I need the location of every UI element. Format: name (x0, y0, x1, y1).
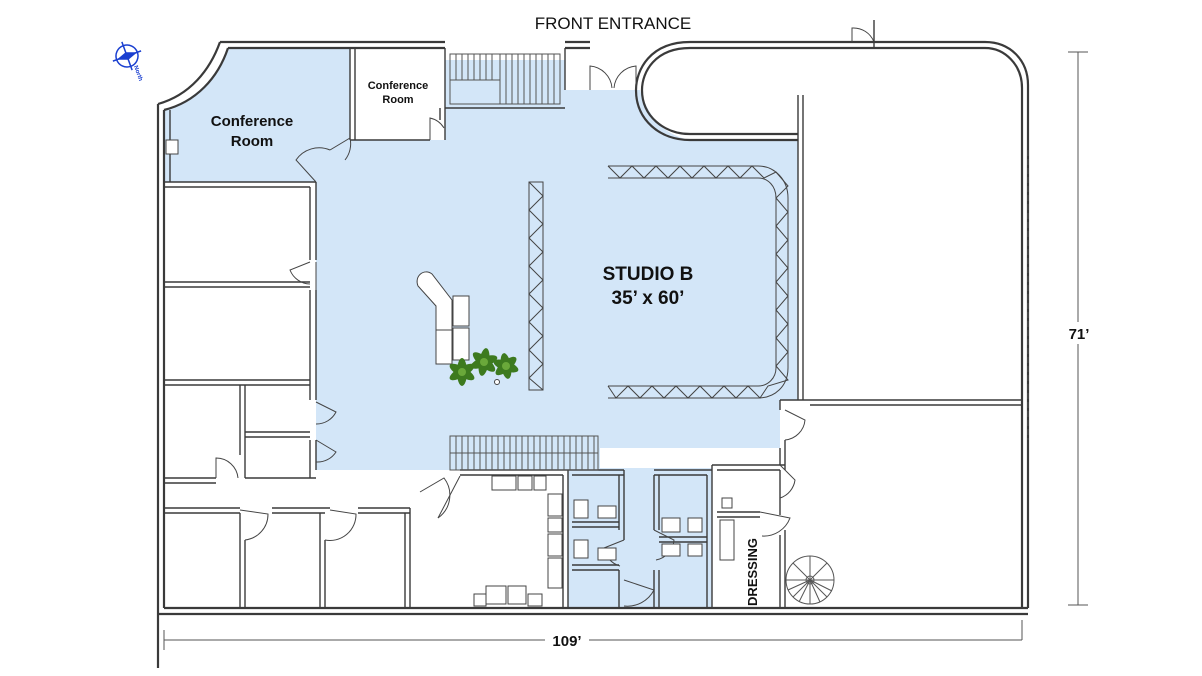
kitchen-fixtures (473, 475, 563, 607)
desk-set (416, 271, 500, 385)
doors (215, 20, 875, 607)
restroom-fixtures (165, 139, 735, 561)
conference-room-small-label-2: Room (382, 94, 413, 106)
dimension-width (163, 620, 1023, 650)
interior-walls (163, 48, 1029, 608)
conference-room-small-label-1: Conference (368, 80, 429, 92)
dressing-label: DRESSING (745, 538, 760, 606)
width-dimension-label: 109’ (552, 633, 581, 650)
studio-name-label: STUDIO B (603, 264, 694, 285)
height-dimension-label: 71’ (1069, 326, 1090, 343)
north-compass-icon: North (112, 41, 143, 82)
studio-b-area (165, 48, 798, 608)
dimension-height (1064, 51, 1094, 606)
truss-vertical (528, 181, 544, 391)
conference-room-large-label-1: Conference (211, 113, 294, 130)
front-entrance-label: FRONT ENTRANCE (535, 14, 691, 33)
conference-room-large-label-2: Room (231, 133, 274, 150)
north-label: North (132, 65, 143, 82)
stairs-bottom (449, 435, 599, 471)
truss-u-shape (607, 165, 789, 399)
spiral-staircase (785, 555, 835, 605)
studio-size-label: 35’ x 60’ (612, 288, 685, 309)
plant-icon (449, 348, 519, 386)
stairs-top (449, 53, 561, 105)
